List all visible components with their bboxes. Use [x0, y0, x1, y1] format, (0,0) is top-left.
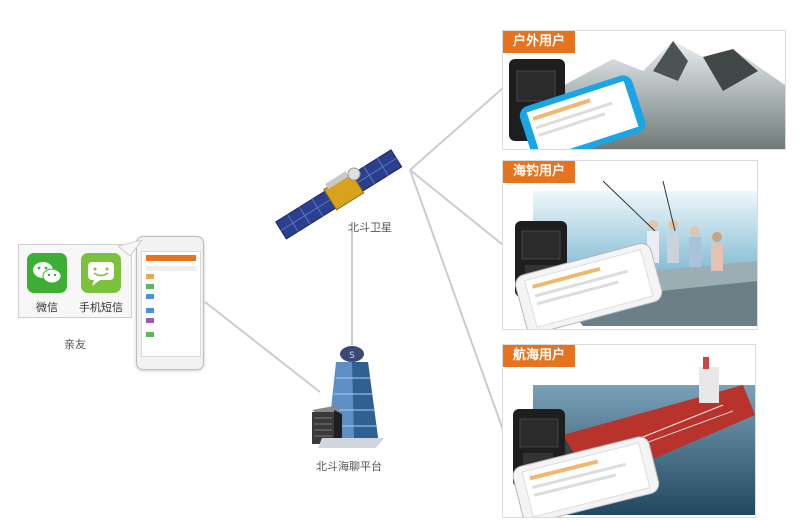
friend-phone-image [136, 236, 204, 370]
wechat-caption: 微信 [36, 301, 58, 314]
panel-marine-users: 航海用户 [502, 344, 756, 518]
friends-pointer [118, 240, 143, 257]
panel-marine-title: 航海用户 [503, 345, 576, 367]
friends-apps-box: 微信 手机短信 [18, 244, 132, 318]
connector-satellite-fishing [409, 169, 504, 246]
sms-caption: 手机短信 [79, 301, 123, 314]
panel-outdoor-title: 户外用户 [503, 31, 576, 53]
panel-fishing-title: 海钓用户 [503, 161, 576, 183]
satellite-icon [275, 149, 403, 240]
panel-outdoor-users: 户外用户 [502, 30, 786, 150]
friends-label: 亲友 [64, 338, 86, 351]
platform-label: 北斗海聊平台 [316, 460, 382, 473]
sms-icon [81, 253, 121, 293]
fishing-scene-image [515, 180, 757, 329]
connector-satellite-marine [409, 169, 504, 431]
panel-fishing-users: 海钓用户 [502, 160, 758, 330]
wechat-icon [27, 253, 67, 293]
connector-platform-phone [204, 301, 321, 393]
connector-satellite-outdoor [409, 87, 504, 171]
satellite-label: 北斗卫星 [348, 221, 392, 234]
building-icon: S [312, 346, 384, 448]
phone-screen [141, 251, 201, 357]
mountain-scene-image [509, 41, 785, 149]
ship-scene-image [512, 357, 755, 517]
svg-text:S: S [349, 351, 355, 361]
